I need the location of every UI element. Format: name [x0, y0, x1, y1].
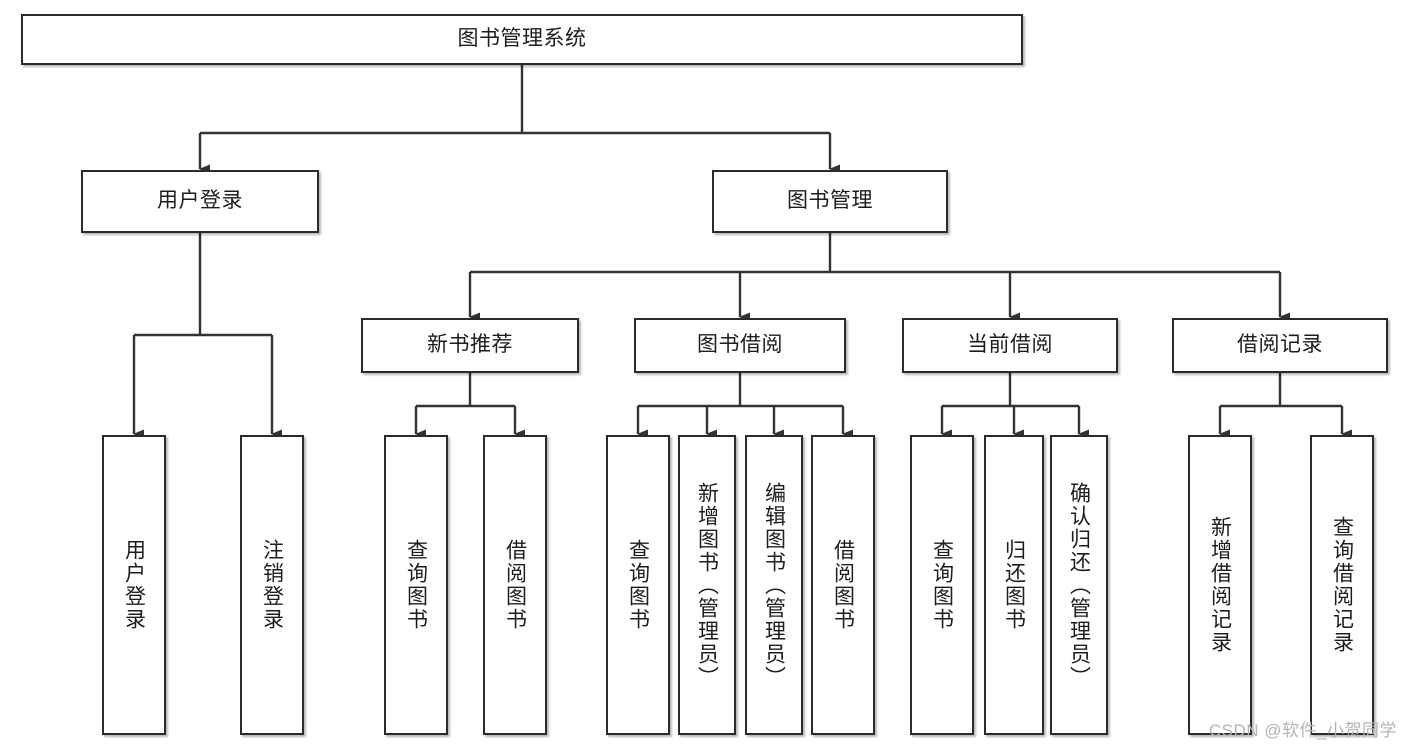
node-label: 注销登录: [260, 539, 284, 631]
node-label: 查询借阅记录: [1330, 516, 1354, 654]
node-label: 用户登录: [122, 539, 146, 631]
node-leaf-rec-1[interactable]: 新增借阅记录: [1188, 435, 1252, 735]
node-label: 图书借阅: [697, 333, 783, 357]
node-label: 新增借阅记录: [1208, 516, 1232, 654]
node-newbook[interactable]: 新书推荐: [361, 318, 579, 373]
node-label: 用户登录: [157, 189, 243, 213]
node-leaf-rec-2[interactable]: 查询借阅记录: [1310, 435, 1374, 735]
node-leaf-borrow-2[interactable]: 新增图书（管理员）: [678, 435, 736, 735]
node-leaf-cur-2[interactable]: 归还图书: [984, 435, 1044, 735]
node-leaf-borrow-4[interactable]: 借阅图书: [811, 435, 875, 735]
node-leaf-cur-3[interactable]: 确认归还（管理员）: [1050, 435, 1108, 735]
node-label: 编辑图书（管理员）: [762, 481, 786, 689]
node-borrow[interactable]: 图书借阅: [634, 318, 846, 373]
node-bookmgmt[interactable]: 图书管理: [712, 170, 948, 233]
node-records[interactable]: 借阅记录: [1172, 318, 1388, 373]
node-label: 查询图书: [626, 539, 650, 631]
node-leaf-new-1[interactable]: 查询图书: [384, 435, 448, 735]
node-label: 新增图书（管理员）: [695, 481, 719, 689]
node-login[interactable]: 用户登录: [81, 170, 319, 233]
node-leaf-borrow-3[interactable]: 编辑图书（管理员）: [745, 435, 803, 735]
node-current[interactable]: 当前借阅: [902, 318, 1118, 373]
node-leaf-borrow-1[interactable]: 查询图书: [606, 435, 670, 735]
node-label: 当前借阅: [967, 333, 1053, 357]
node-label: 归还图书: [1002, 539, 1026, 631]
node-label: 借阅图书: [831, 539, 855, 631]
node-label: 借阅记录: [1237, 333, 1323, 357]
node-label: 新书推荐: [427, 333, 513, 357]
node-leaf-cur-1[interactable]: 查询图书: [910, 435, 974, 735]
node-label: 图书管理: [787, 189, 873, 213]
node-label: 确认归还（管理员）: [1067, 481, 1091, 689]
node-leaf-login-1[interactable]: 用户登录: [102, 435, 166, 735]
node-label: 借阅图书: [503, 539, 527, 631]
node-label: 查询图书: [930, 539, 954, 631]
node-label: 查询图书: [404, 539, 428, 631]
node-leaf-new-2[interactable]: 借阅图书: [483, 435, 547, 735]
node-label: 图书管理系统: [457, 27, 587, 51]
node-leaf-login-2[interactable]: 注销登录: [240, 435, 304, 735]
node-root[interactable]: 图书管理系统: [21, 14, 1023, 65]
